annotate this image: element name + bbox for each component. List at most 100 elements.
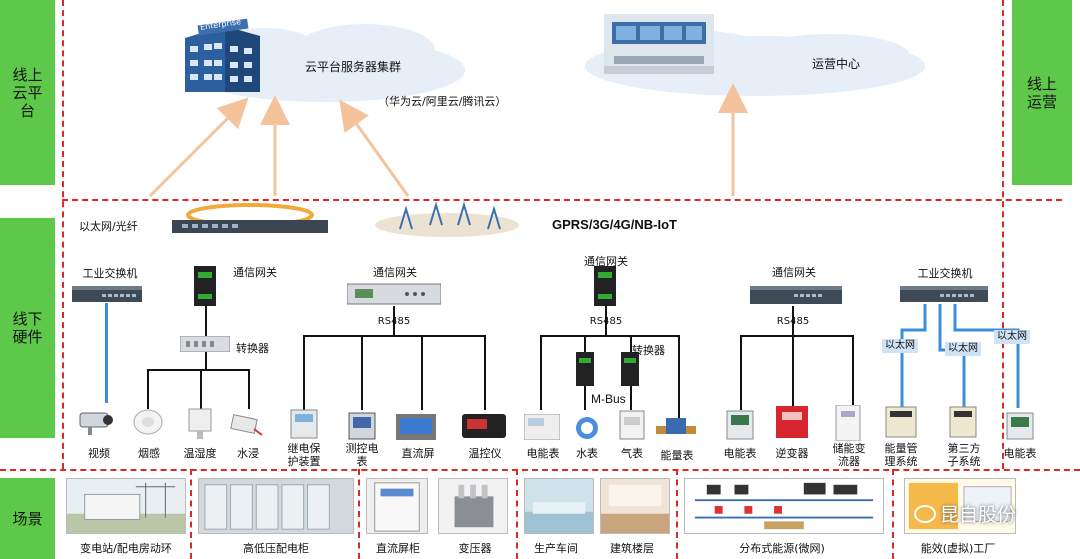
line-gw3-down <box>605 305 607 336</box>
bus-conv1 <box>147 369 250 371</box>
wireless-label: GPRS/3G/4G/NB-IoT <box>552 217 677 232</box>
industrial-switch-left <box>72 286 142 302</box>
ops-center-image <box>604 14 714 74</box>
ep-water-meter: 水表 <box>576 447 598 460</box>
energy-meter-icon-3 <box>1006 412 1034 440</box>
enterprise-building-icon <box>185 18 260 92</box>
ep-relay: 继电保护装置 <box>287 442 321 468</box>
ep-video: 视频 <box>88 447 110 460</box>
bus-gw3 <box>540 335 680 337</box>
scene-transformer-label: 变压器 <box>458 542 492 555</box>
smoke-detector-icon <box>133 409 163 435</box>
ep-dc-panel: 直流屏 <box>401 447 435 460</box>
band-offline-hardware: 线下硬件 <box>0 218 55 438</box>
drop-em3 <box>540 335 542 410</box>
ep-energy-meter-2: 电能表 <box>723 447 757 460</box>
drop-dc <box>421 335 423 410</box>
ep-heat-meter: 能量表 <box>660 449 694 462</box>
ep-storage: 储能变流器 <box>832 442 866 468</box>
band-online-ops: 线上运营 <box>1012 0 1072 185</box>
cloud-providers-label: （华为云/阿里云/腾讯云） <box>378 95 507 108</box>
scene-switchgear-label: 高低压配电柜 <box>243 542 309 555</box>
watermark: 昆自股份 <box>914 500 1016 527</box>
scene-factory-image <box>904 478 1016 534</box>
relay-protection-icon <box>290 409 318 439</box>
scene-microgrid-label: 分布式能源(微网) <box>739 542 825 555</box>
drop-conv2b <box>630 335 632 353</box>
scene-dc-cabinet-label: 直流屏柜 <box>376 542 420 555</box>
ep-temp-controller: 温控仪 <box>468 447 502 460</box>
ep-smoke: 烟感 <box>138 447 160 460</box>
water-meter-icon <box>576 417 598 439</box>
drop-meter <box>361 335 363 410</box>
divider-s5 <box>892 469 894 559</box>
scene-dc-cabinet-image <box>366 478 428 534</box>
gateway2-label: 通信网关 <box>373 266 417 279</box>
dc-panel-icon <box>396 414 436 440</box>
line-gw4-down <box>792 306 794 336</box>
drop-inverter <box>792 335 794 410</box>
ems-server-icon <box>885 406 917 438</box>
drop-conv2a <box>584 335 586 353</box>
scene-transformer-image <box>438 478 508 534</box>
drop-em4 <box>740 335 742 410</box>
bus-gw2 <box>303 335 486 337</box>
scene-microgrid-image <box>684 478 884 534</box>
ep-energy-meter-1: 电能表 <box>526 447 560 460</box>
scene-workshop-image <box>524 478 594 534</box>
ethernet-label: 以太网/光纤 <box>79 220 138 233</box>
cloud-cluster-label: 云平台服务器集群 <box>305 60 402 74</box>
divider-right <box>1002 0 1004 469</box>
converter1-device <box>180 336 230 352</box>
gateway3-device <box>594 266 616 306</box>
scene-substation-label: 变电站/配电房动环 <box>80 542 172 555</box>
line-conv1-down <box>205 352 207 370</box>
converter1-label: 转换器 <box>236 342 269 355</box>
drop-energy <box>678 335 680 418</box>
scene-workshop-label: 生产车间 <box>534 542 578 555</box>
humidity-sensor-icon <box>188 408 212 439</box>
eth3-label: 以太网 <box>994 330 1030 344</box>
bus-gw4 <box>740 335 854 337</box>
gateway4-label: 通信网关 <box>772 266 816 279</box>
temp-controller-icon <box>462 414 506 438</box>
scene-switchgear-image <box>198 478 354 534</box>
link-switch-video <box>105 303 108 403</box>
energy-meter-icon-1 <box>524 414 560 440</box>
ep-measure-meter: 测控电表 <box>345 442 379 468</box>
scene-substation-image <box>66 478 186 534</box>
gateway4-device <box>750 286 842 304</box>
heat-meter-icon <box>656 418 696 434</box>
gateway2-device <box>347 283 441 305</box>
band-online-cloud: 线上云平台 <box>0 0 55 185</box>
ep-energy-meter-3: 电能表 <box>1003 447 1037 460</box>
ops-center-label: 运营中心 <box>812 57 861 71</box>
measure-meter-icon <box>348 412 376 440</box>
drop-temp <box>484 335 486 410</box>
third-party-server-icon <box>949 406 977 438</box>
divider-s1 <box>190 469 192 559</box>
line-gw1-conv <box>205 305 207 337</box>
scene-building-label: 建筑楼层 <box>610 542 654 555</box>
band-scene: 场景 <box>0 478 55 559</box>
drop-water-meter <box>584 386 586 410</box>
wechat-icon <box>914 504 936 523</box>
divider-left <box>62 0 64 469</box>
camera-icon <box>79 412 113 435</box>
gateway1-label: 通信网关 <box>233 266 277 279</box>
divider-top <box>62 199 1062 201</box>
gas-meter-icon <box>619 410 645 440</box>
uplink-arrows <box>148 83 748 198</box>
switch-left-label: 工业交换机 <box>82 267 138 280</box>
ep-water-sensor: 水浸 <box>237 447 259 460</box>
drop-storage <box>852 335 854 410</box>
drop-relay <box>303 335 305 410</box>
switch-right-label: 工业交换机 <box>917 267 973 280</box>
mbus-converter-a <box>576 352 594 386</box>
water-sensor-icon <box>230 414 263 436</box>
drop-gas-meter <box>630 386 632 410</box>
ep-gas-meter: 气表 <box>621 447 643 460</box>
divider-s2 <box>358 469 360 559</box>
line-gw2-down <box>393 306 395 336</box>
ep-third-party: 第三方子系统 <box>947 442 981 468</box>
